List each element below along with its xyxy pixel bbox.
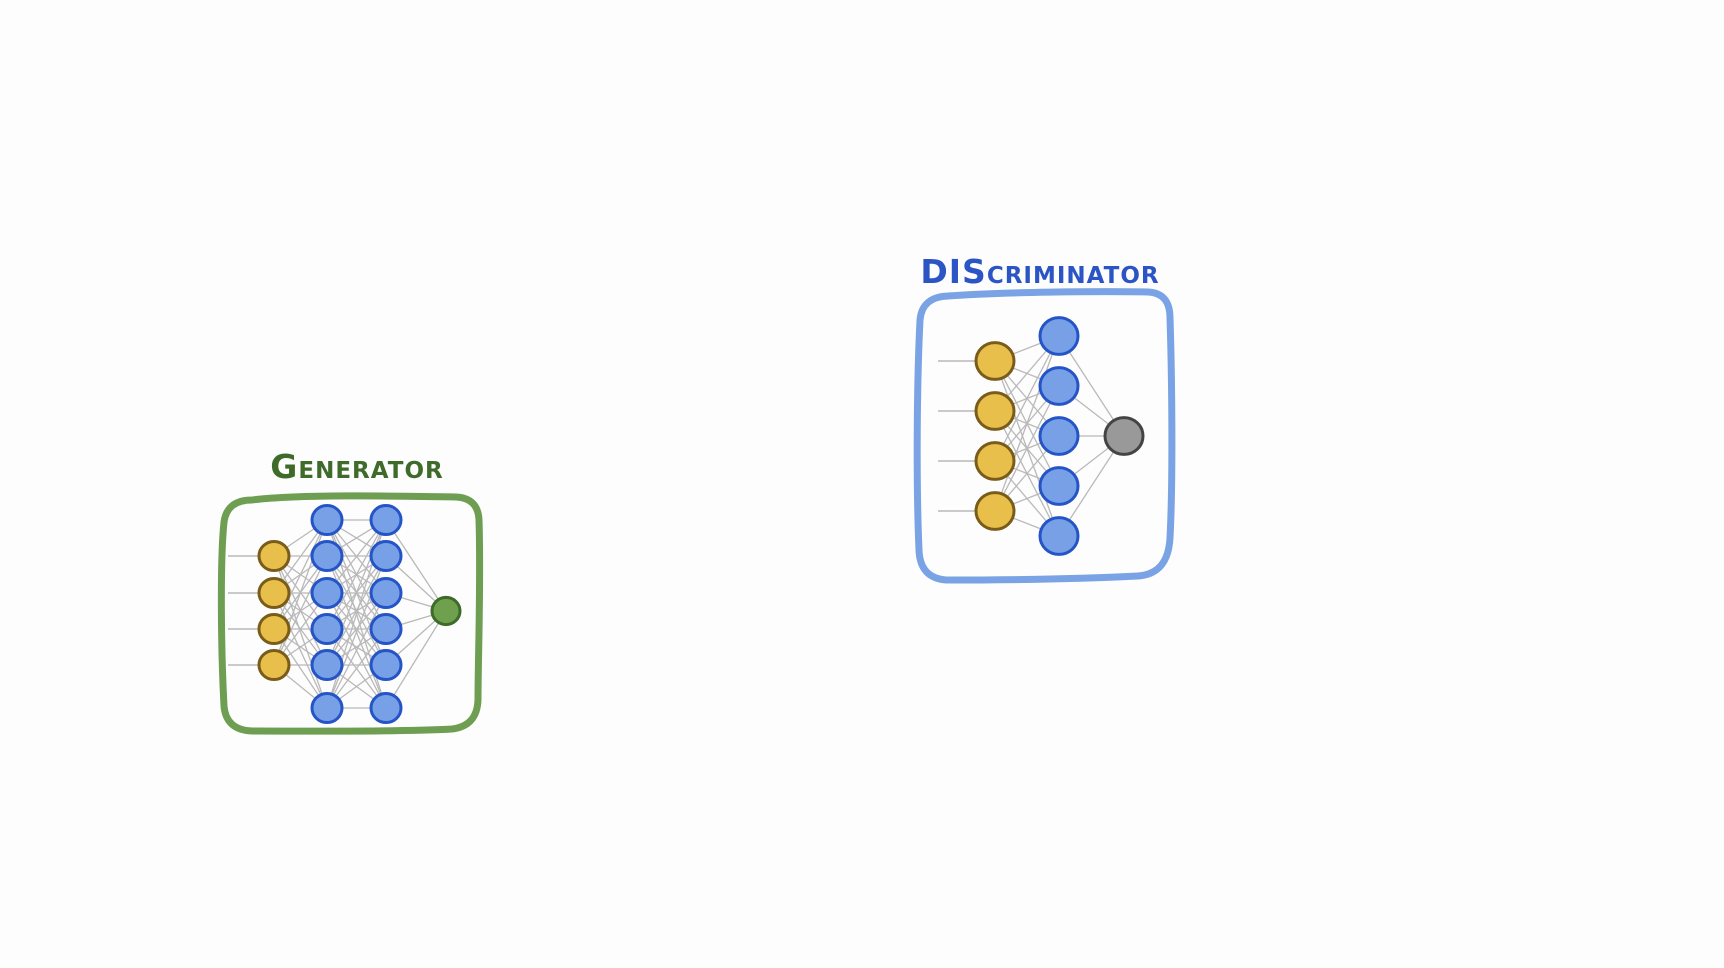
discriminator-hidden-node — [1038, 366, 1080, 406]
generator-hidden-node — [310, 612, 344, 646]
discriminator-nodes — [974, 316, 1145, 556]
generator-hidden-node — [369, 539, 403, 573]
generator-input-node — [257, 648, 291, 682]
discriminator-input-node — [974, 341, 1016, 381]
discriminator-edge — [994, 385, 1060, 512]
generator-box — [217, 492, 484, 735]
generator-edge — [385, 519, 447, 612]
discriminator-output-node — [1103, 416, 1145, 456]
generator-hidden-node — [310, 503, 344, 537]
generator-input-node — [257, 612, 291, 646]
generator-title: Generator — [270, 447, 443, 486]
generator-input-node — [257, 539, 291, 573]
discriminator-title: DIScriminator — [920, 252, 1159, 291]
discriminator-edge — [994, 335, 1060, 512]
generator-hidden-node — [310, 576, 344, 610]
discriminator-network: DIScriminator — [913, 252, 1176, 584]
generator-nodes — [257, 503, 462, 725]
discriminator-hidden-node — [1038, 466, 1080, 506]
generator-input-node — [257, 576, 291, 610]
generator-hidden-node — [369, 576, 403, 610]
generator-edge — [385, 610, 447, 709]
generator-hidden-node — [310, 539, 344, 573]
generator-output-node — [430, 595, 462, 627]
discriminator-edge — [994, 335, 1060, 462]
generator-hidden-node — [369, 612, 403, 646]
discriminator-input-node — [974, 491, 1016, 531]
discriminator-hidden-node — [1038, 416, 1080, 456]
generator-hidden-node — [310, 691, 344, 725]
discriminator-input-node — [974, 441, 1016, 481]
discriminator-hidden-node — [1038, 516, 1080, 556]
discriminator-input-node — [974, 391, 1016, 431]
generator-hidden-node — [369, 503, 403, 537]
generator-hidden-node — [310, 648, 344, 682]
discriminator-edges — [938, 335, 1125, 537]
generator-edge — [326, 555, 387, 666]
discriminator-hidden-node — [1038, 316, 1080, 356]
discriminator-box — [913, 288, 1176, 584]
generator-hidden-node — [369, 648, 403, 682]
generator-edge — [326, 628, 387, 709]
generator-edge — [273, 519, 328, 630]
generator-edge — [273, 555, 328, 666]
generator-network: Generator — [217, 447, 484, 735]
generator-edge — [326, 592, 387, 709]
generator-edge — [326, 519, 387, 630]
generator-hidden-node — [369, 691, 403, 725]
